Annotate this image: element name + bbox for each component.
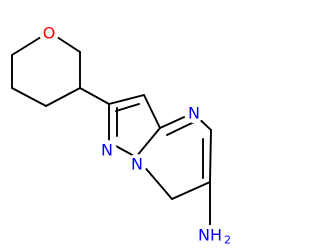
- atom-label-n: N: [131, 155, 143, 174]
- bond-inner: [115, 103, 140, 112]
- atom-label-nh: NH: [198, 226, 222, 245]
- pyrimidine-ring: [135, 112, 212, 200]
- atom-oxygen: O: [39, 23, 59, 43]
- bond: [45, 87, 81, 107]
- pyrazole-ring: [108, 94, 161, 158]
- bond: [113, 144, 137, 158]
- bond: [11, 87, 47, 107]
- atom-label-subscript: 2: [224, 234, 231, 247]
- atom-label-n: N: [101, 141, 113, 160]
- atom-nitrogen-ring-1: N: [97, 140, 117, 160]
- oxane-ring: [11, 36, 81, 107]
- bond: [171, 181, 211, 200]
- atom-nitrogen-ring-3: N: [184, 103, 204, 123]
- bond-inner: [166, 121, 195, 136]
- bond: [143, 94, 161, 129]
- structure-diagram: O N N N NH 2: [11, 23, 236, 247]
- atom-amine: NH 2: [194, 225, 236, 247]
- bond-linker: [79, 87, 110, 105]
- bond: [56, 36, 81, 53]
- bond: [11, 36, 42, 56]
- bond: [135, 127, 161, 158]
- atom-label-n: N: [188, 104, 200, 123]
- atom-nitrogen-ring-2: N: [127, 154, 147, 174]
- bond: [209, 129, 212, 183]
- atom-label-o: O: [43, 24, 56, 43]
- bond: [108, 94, 145, 105]
